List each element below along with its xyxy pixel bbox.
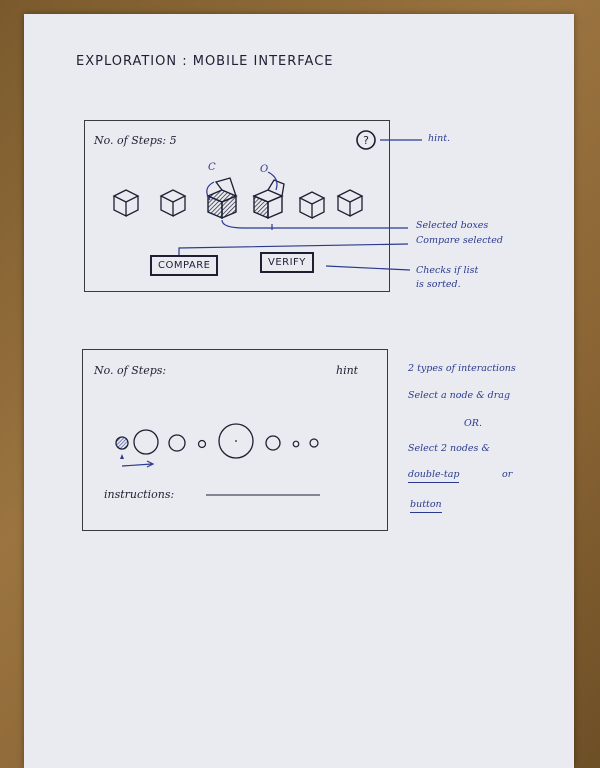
swap-label-o: O xyxy=(260,164,269,175)
boxes-row xyxy=(112,171,411,271)
verify-button[interactable]: VERIFY xyxy=(260,252,314,273)
note-interaction-types: 2 types of interactions xyxy=(408,363,516,374)
up-arrow-icon xyxy=(120,454,124,459)
hint-label-2[interactable]: hint xyxy=(336,364,359,377)
annotation-checks-sorted-1: Checks if list xyxy=(416,265,479,276)
sketch-2-frame xyxy=(82,349,388,531)
paper-sheet: EXPLORATION : MOBILE INTERFACE No. of St… xyxy=(24,14,574,768)
steps-label-1: No. of Steps: 5 xyxy=(94,134,177,147)
note-select-drag: Select a node & drag xyxy=(408,390,511,401)
box-5[interactable] xyxy=(298,191,326,220)
note-button: button xyxy=(410,498,442,513)
node-7 xyxy=(292,440,300,448)
hint-annotation: hint. xyxy=(428,133,451,144)
swap-label-c: C xyxy=(208,162,216,173)
box-1[interactable] xyxy=(112,189,140,218)
selected-bracket xyxy=(221,219,408,229)
node-8 xyxy=(309,438,319,448)
note-or: OR. xyxy=(464,418,482,429)
node-4 xyxy=(197,439,207,449)
nodes-row xyxy=(115,423,320,496)
drag-arrow xyxy=(121,463,153,467)
note-or-2: or xyxy=(502,469,513,480)
swap-arrow-left xyxy=(206,181,215,201)
box-4-selected[interactable] xyxy=(252,179,285,220)
hint-arrow xyxy=(380,139,422,141)
steps-label-2: No. of Steps: xyxy=(94,364,167,377)
hint-icon-glyph: ? xyxy=(363,134,369,147)
compare-button[interactable]: COMPARE xyxy=(150,255,219,276)
box-3-selected[interactable] xyxy=(206,177,238,220)
annotation-compare-selected: Compare selected xyxy=(416,235,503,246)
compare-pointer xyxy=(178,243,409,256)
note-double-tap: double-tap xyxy=(408,468,460,483)
node-2 xyxy=(133,429,159,455)
annotation-checks-sorted-2: is sorted. xyxy=(416,279,461,290)
hint-icon[interactable]: ? xyxy=(354,128,378,152)
swap-arrow-right xyxy=(267,171,278,191)
node-3 xyxy=(168,434,186,452)
note-select-two: Select 2 nodes & xyxy=(408,443,490,454)
annotation-selected-boxes: Selected boxes xyxy=(416,220,489,231)
page-title: EXPLORATION : MOBILE INTERFACE xyxy=(76,54,334,69)
sketch-1-frame xyxy=(84,120,390,292)
instructions-label: instructions: xyxy=(104,488,175,501)
node-5 xyxy=(218,423,254,459)
box-2[interactable] xyxy=(159,189,187,218)
box-6[interactable] xyxy=(336,189,364,218)
node-1-selected xyxy=(115,436,129,450)
node-6 xyxy=(265,435,281,451)
